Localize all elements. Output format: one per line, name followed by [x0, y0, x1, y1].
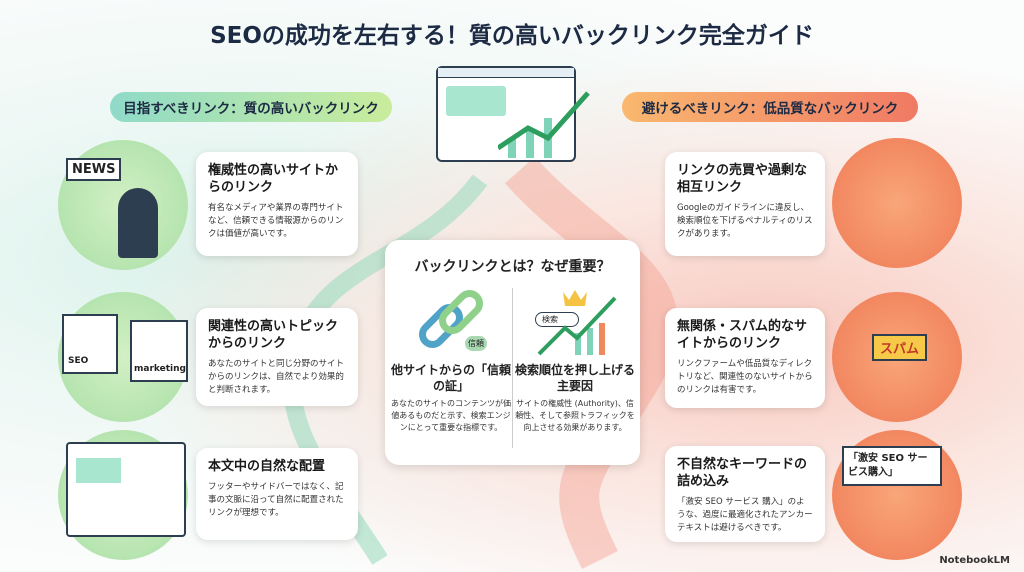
search-ranking-icon — [537, 290, 617, 356]
anchor-warning-icon: 「激安 SEO サービス購入」 — [832, 430, 962, 560]
good-link-card-placement: 本文中の自然な配置フッターやサイドバーではなく、記事の文脈に沿って自然に配置され… — [196, 448, 358, 540]
card-text: フッターやサイドバーではなく、記事の文脈に沿って自然に配置されたリンクが理想です… — [208, 482, 344, 518]
chain-link-icon — [419, 290, 483, 348]
good-links-banner: 目指すべきリンク：質の高いバックリンク — [110, 92, 392, 122]
trust-column: 信頼 他サイトからの「信頼の証」 あなたのサイトのコンテンツが価値あるものだと示… — [391, 288, 511, 434]
card-title: 関連性の高いトピックからのリンク — [208, 319, 339, 351]
card-text: 「激安 SEO サービス 購入」のような、過度に最適化されたアンカーテキストは避… — [677, 497, 813, 533]
card-title: 無関係・スパム的なサイトからのリンク — [677, 319, 808, 351]
column-text: サイトの権威性 (Authority)、信頼性、そして参照トラフィックを向上させ… — [515, 399, 635, 432]
good-link-card-authority: 権威性の高いサイトからのリンク有名なメディアや業界の専門サイトなど、信頼できる情… — [196, 152, 358, 256]
card-title: 権威性の高いサイトからのリンク — [208, 163, 339, 195]
news-person-icon: NEWS — [58, 140, 188, 270]
spam-icon: スパム — [832, 292, 962, 422]
article-page-icon — [58, 430, 188, 560]
bad-link-card-paid: リンクの売買や過剰な相互リンク Googleのガイドラインに違反し、検索順位を下げ… — [665, 152, 825, 256]
card-text: 有名なメディアや業界の専門サイトなど、信頼できる情報源からのリンクは価値が高いで… — [208, 203, 344, 239]
bad-links-banner: 避けるべきリンク：低品質なバックリンク — [622, 92, 918, 122]
notebooklm-logo: NotebookLM — [939, 555, 1010, 566]
good-link-card-relevance: 関連性の高いトピックからのリンクあなたのサイトと同じ分野のサイトからのリンクは、… — [196, 308, 358, 406]
bad-link-card-keyword: 不自然なキーワードの詰め込み「激安 SEO サービス 購入」のような、過度に最適… — [665, 446, 825, 542]
card-text: あなたのサイトと同じ分野のサイトからのリンクは、自然でより効果的と判断されます。 — [208, 359, 345, 395]
bad-link-card-spam: 無関係・スパム的なサイトからのリンクリンクファームや低品質なディレクトリなど、関… — [665, 308, 825, 408]
page-title: SEOの成功を左右する！質の高いバックリンク完全ガイド — [210, 23, 814, 49]
browser-growth-icon — [436, 66, 590, 162]
card-title: 本文中の自然な配置 — [208, 459, 326, 474]
what-is-backlink-card: バックリンクとは？なぜ重要？ 信頼 他サイトからの「信頼の証」 あなたのサイトの… — [385, 240, 640, 465]
card-text: Googleのガイドラインに違反し、検索順位を下げるペナルティのリスクがあります… — [677, 203, 813, 239]
column-title: 検索順位を押し上げる主要因 — [515, 363, 636, 393]
card-title: 不自然なキーワードの詰め込み — [677, 457, 808, 489]
search-box: 検索 — [535, 312, 579, 327]
ranking-column: 検索 検索順位を押し上げる主要因 サイトの権威性 (Authority)、信頼性… — [515, 288, 635, 434]
trust-badge: 信頼 — [465, 336, 487, 351]
handshake-money-icon — [832, 138, 962, 268]
column-title: 他サイトからの「信頼の証」 — [391, 363, 512, 393]
column-text: あなたのサイトのコンテンツが価値あるものだと示す、検索エンジンにとって重要な指標… — [391, 399, 511, 432]
center-title: バックリンクとは？なぜ重要？ — [414, 259, 611, 275]
card-text: リンクファームや低品質なディレクトリなど、関連性のないサイトからのリンクは有害で… — [677, 359, 813, 395]
card-title: リンクの売買や過剰な相互リンク — [677, 163, 808, 195]
